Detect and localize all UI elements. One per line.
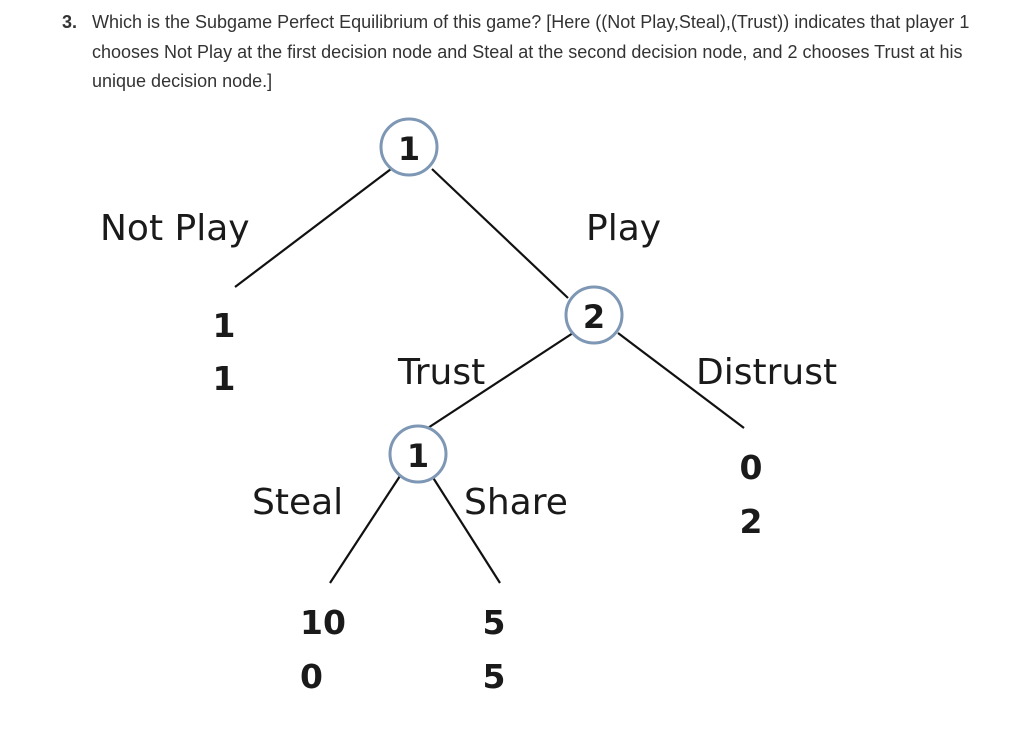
label-not-play: Not Play	[100, 208, 250, 249]
payoff-not-play-p2: 1	[213, 359, 236, 398]
label-share: Share	[464, 482, 568, 523]
edge-trust	[407, 332, 574, 442]
payoff-not-play-p1: 1	[213, 306, 236, 345]
payoff-steal-p2: 0	[300, 657, 323, 696]
payoff-share-p1: 5	[483, 603, 506, 642]
payoff-distrust-p2: 2	[740, 502, 763, 541]
question-number: 3.	[62, 12, 78, 32]
node-player1-second-player: 1	[407, 437, 429, 475]
payoff-steal-p1: 10	[300, 603, 346, 642]
label-play: Play	[586, 208, 661, 249]
question-text: Which is the Subgame Perfect Equilibrium…	[92, 12, 970, 91]
label-distrust: Distrust	[696, 352, 837, 393]
node-root-player: 1	[398, 130, 420, 168]
payoff-share-p2: 5	[483, 657, 506, 696]
node-player1-second: 1	[388, 424, 448, 484]
node-root: 1	[379, 117, 439, 177]
node-player2-player: 2	[583, 298, 605, 336]
node-player2: 2	[564, 285, 624, 345]
question: 3. Which is the Subgame Perfect Equilibr…	[62, 8, 992, 97]
label-steal: Steal	[252, 482, 343, 523]
payoff-distrust-p1: 0	[740, 448, 763, 487]
edge-steal	[329, 475, 401, 584]
edge-share	[431, 475, 501, 584]
label-trust: Trust	[397, 352, 485, 393]
edge-distrust	[617, 332, 745, 429]
edge-not-play	[234, 168, 392, 288]
edge-play	[431, 168, 569, 299]
